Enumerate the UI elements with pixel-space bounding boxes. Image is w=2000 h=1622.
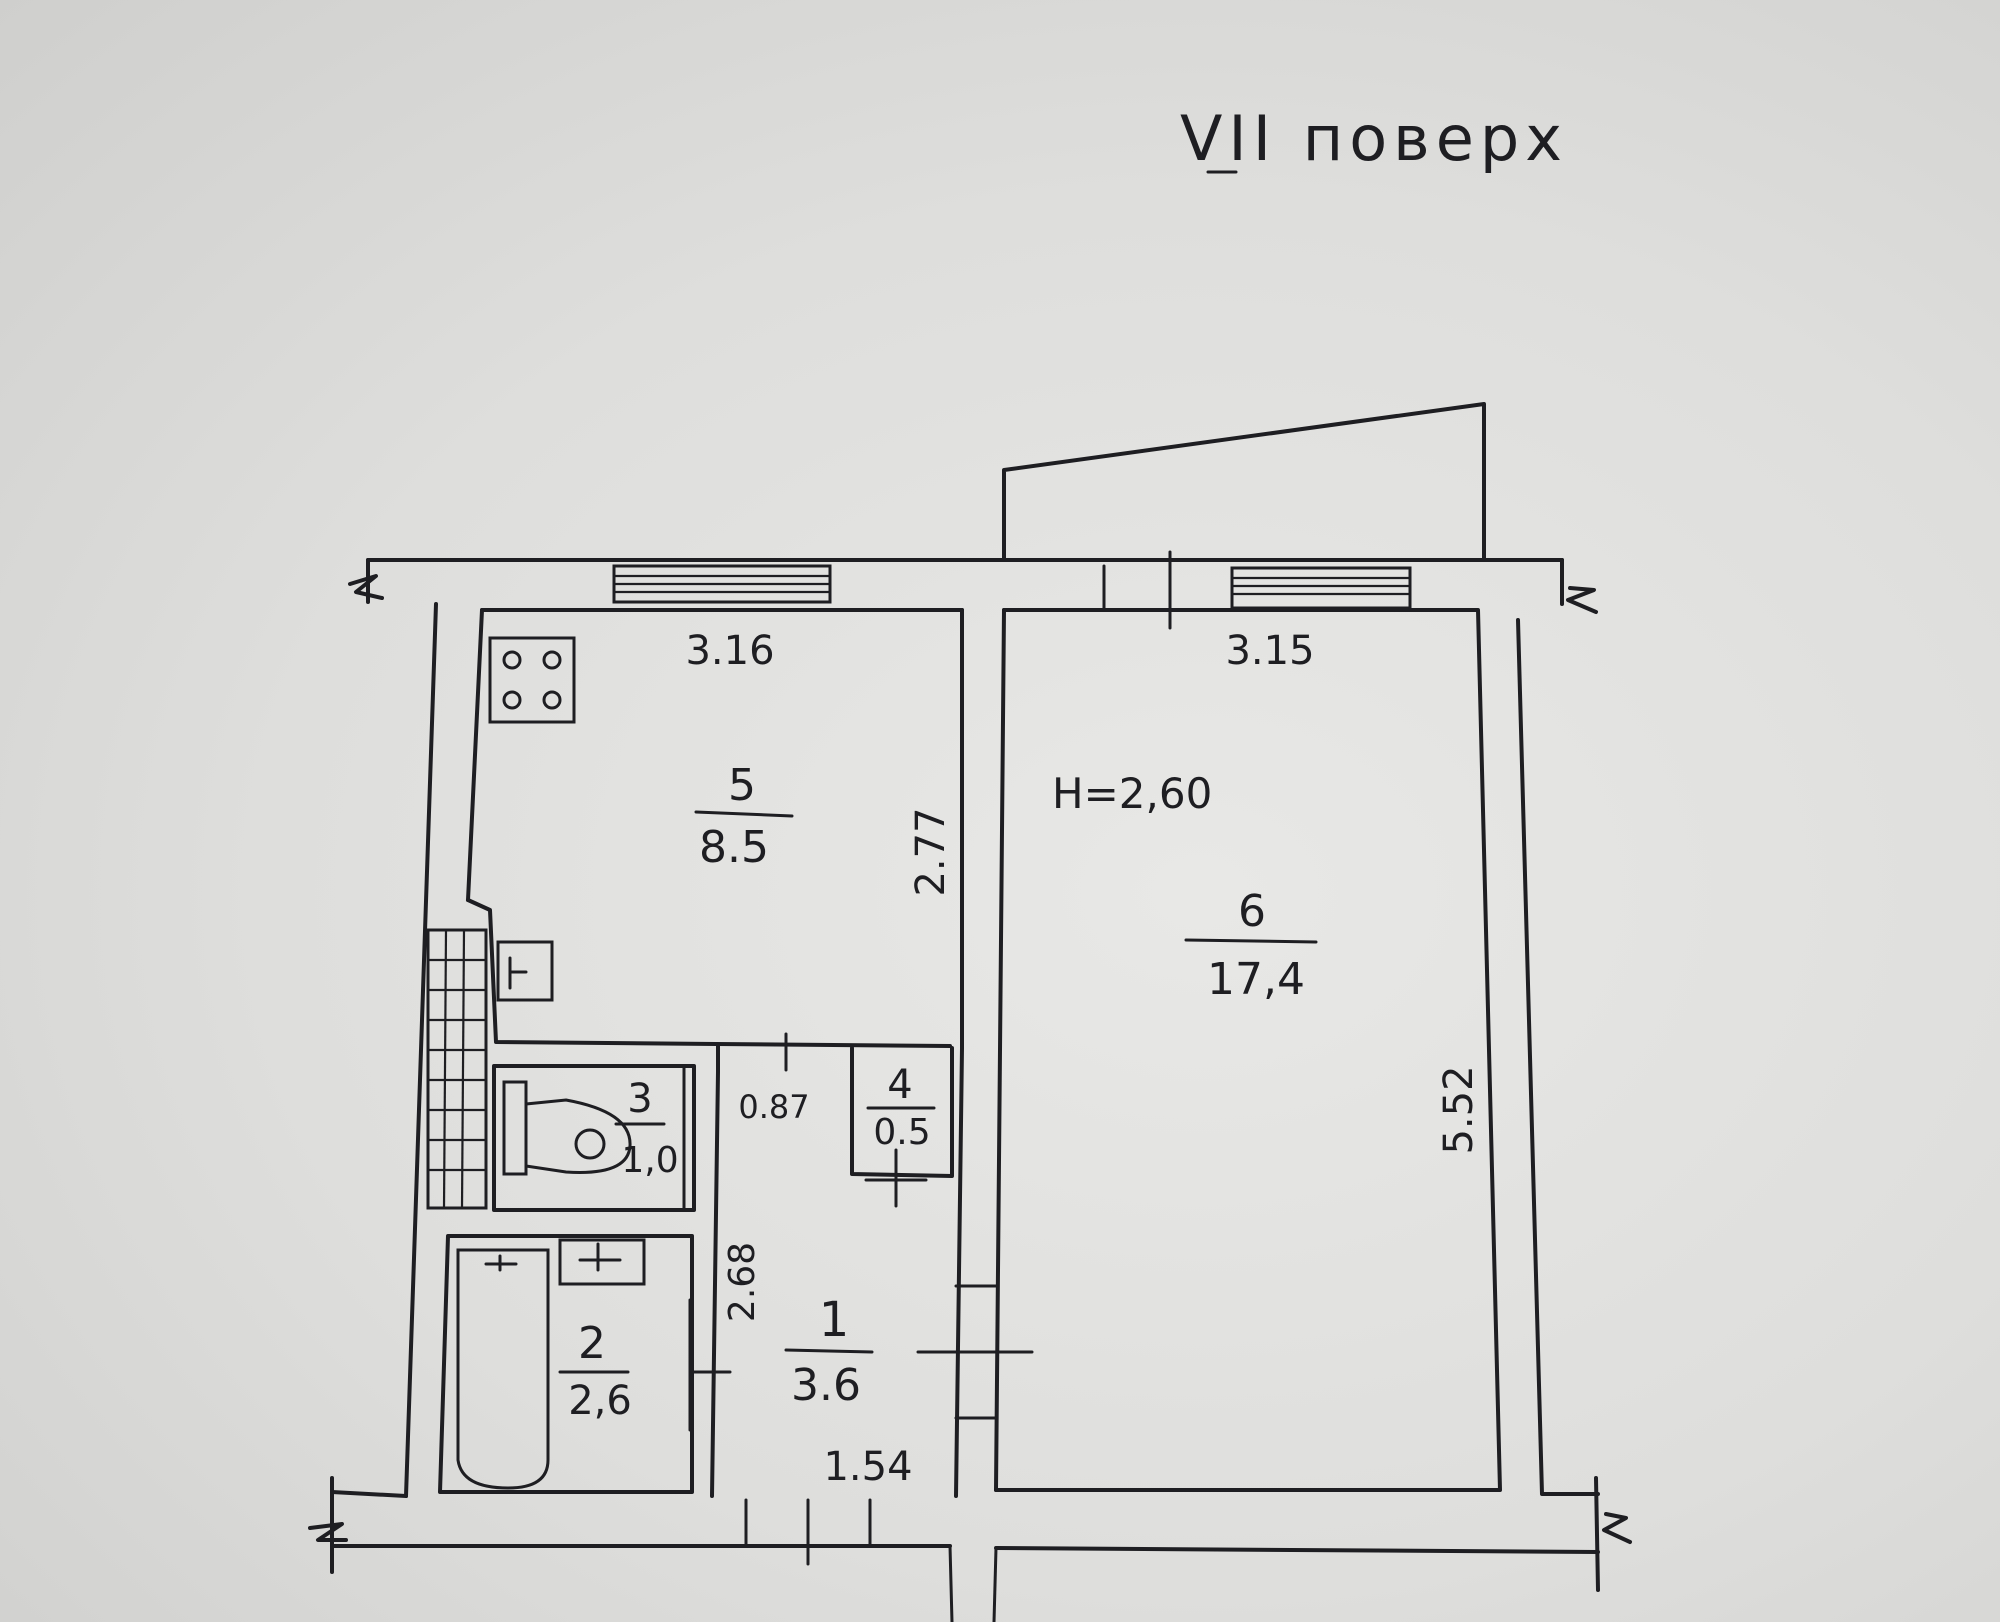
svg-text:1: 1	[819, 1292, 850, 1348]
svg-text:3.6: 3.6	[791, 1360, 861, 1411]
room-6-label: 6 17,4	[1184, 886, 1318, 1005]
washbasin-icon	[558, 1238, 646, 1286]
kitchen-depth-dimension: 2.77	[908, 807, 954, 896]
room-door	[954, 1284, 998, 1420]
room-4-label: 4 0.5	[866, 1062, 936, 1153]
kitchen-sink-icon	[496, 940, 554, 1002]
partition-wall-right	[994, 608, 1006, 1492]
room-depth-dimension: 5.52	[1436, 1065, 1482, 1154]
svg-text:0.5: 0.5	[873, 1112, 930, 1153]
floor-label: VII поверх	[1180, 102, 1568, 175]
bottom-wall	[308, 1476, 1632, 1622]
corridor-bottom-dimension: 1.54	[823, 1444, 912, 1490]
room-window	[1230, 566, 1412, 610]
svg-text:4: 4	[887, 1062, 912, 1108]
svg-text:2,6: 2,6	[568, 1378, 632, 1424]
corridor-depth-dimension: 2.68	[722, 1242, 763, 1322]
kitchen-left-wall	[466, 608, 484, 902]
room-width-dimension: 3.15	[1225, 628, 1314, 674]
svg-text:1,0: 1,0	[621, 1140, 678, 1181]
ventilation-shaft	[426, 928, 488, 1210]
room-3-label: 3 1,0	[614, 1076, 679, 1181]
right-wall-outer	[1516, 618, 1600, 1496]
corridor-walls	[692, 1032, 1034, 1498]
kitchen-window	[612, 564, 832, 604]
room-6-walls	[994, 608, 1502, 1492]
kitchen-bottom	[466, 898, 952, 1048]
top-right-break-mark	[1566, 586, 1598, 614]
bathroom-walls	[438, 1234, 694, 1494]
svg-text:2: 2	[578, 1318, 606, 1369]
svg-text:3: 3	[627, 1076, 652, 1122]
toilet-icon	[502, 1080, 632, 1176]
top-left-break-mark	[348, 574, 384, 600]
ceiling-height-label: H=2,60	[1052, 769, 1212, 818]
balcony-outline	[1002, 402, 1486, 562]
partition-wall-left	[954, 608, 964, 1498]
bathtub-icon	[456, 1248, 550, 1490]
balcony-door	[1102, 550, 1234, 630]
room-5-label: 5 8.5	[694, 760, 794, 873]
corridor-width-dimension: 0.87	[738, 1088, 809, 1126]
svg-text:17,4: 17,4	[1207, 954, 1305, 1005]
room-1-label: 1 3.6	[784, 1292, 874, 1411]
room-2-label: 2 2,6	[558, 1318, 632, 1424]
svg-text:5: 5	[728, 760, 756, 811]
left-wall-outer	[404, 602, 438, 1498]
svg-text:8.5: 8.5	[699, 822, 769, 873]
kitchen-width-dimension: 3.16	[685, 628, 774, 674]
toilet-room-walls	[492, 1064, 696, 1212]
stove-icon	[488, 636, 576, 724]
svg-text:6: 6	[1238, 886, 1266, 937]
